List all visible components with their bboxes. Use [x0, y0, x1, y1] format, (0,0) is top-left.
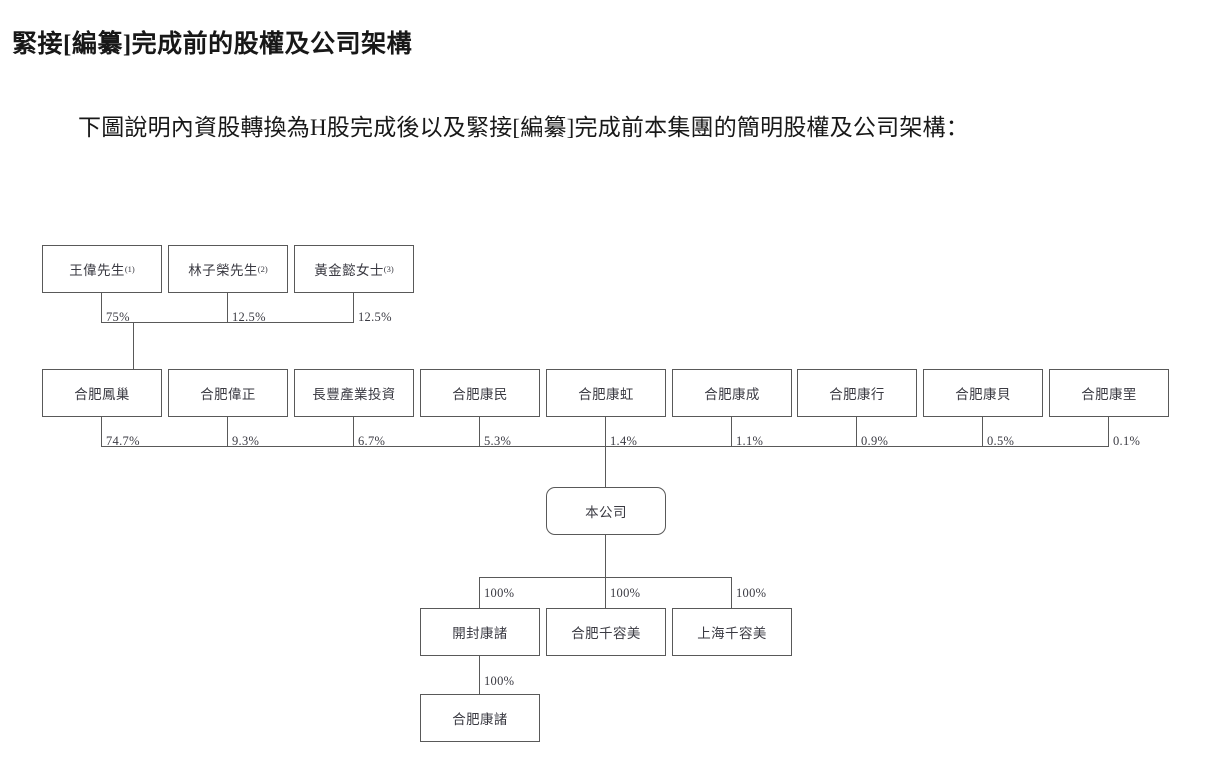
edge-shareholder-bus	[101, 322, 354, 324]
edge-label-shareholder-2: 12.5%	[232, 310, 266, 324]
node-holding-2[interactable]: 合肥偉正	[168, 369, 288, 417]
edge-label-holding-3: 6.7%	[358, 434, 386, 448]
node-holding-4[interactable]: 合肥康民	[420, 369, 540, 417]
edge-label-sub-subsidiary: 100%	[484, 674, 515, 688]
edge-label-holding-7: 0.9%	[861, 434, 889, 448]
edge-label-subsidiary-3: 100%	[736, 586, 767, 600]
edge-subsidiary-2-drop	[605, 577, 607, 608]
edge-label-holding-8: 0.5%	[987, 434, 1015, 448]
edge-label-shareholder-3: 12.5%	[358, 310, 392, 324]
node-shareholder-2[interactable]: 林子榮先生(2)	[168, 245, 288, 293]
edge-shareholder-2-drop	[227, 293, 229, 323]
edge-label-subsidiary-2: 100%	[610, 586, 641, 600]
node-company[interactable]: 本公司	[546, 487, 666, 535]
edge-holding-3-drop	[353, 417, 355, 447]
node-holding-3[interactable]: 長豐產業投資	[294, 369, 414, 417]
edge-label-shareholder-1: 75%	[106, 310, 130, 324]
edge-shareholder-3-drop	[353, 293, 355, 323]
intro-paragraph: 下圖說明內資股轉換為H股完成後以及緊接[編纂]完成前本集團的簡明股權及公司架構：	[78, 115, 969, 140]
edge-holding-5-drop	[605, 417, 607, 487]
edge-label-holding-6: 1.1%	[736, 434, 764, 448]
edge-label-holding-9: 0.1%	[1113, 434, 1141, 448]
edge-company-drop	[605, 535, 607, 578]
node-subsidiary-3[interactable]: 上海千容美	[672, 608, 792, 656]
node-subsidiary-2[interactable]: 合肥千容美	[546, 608, 666, 656]
edge-bus-to-fengchao	[133, 322, 135, 369]
node-footnote: (1)	[124, 264, 135, 274]
node-holding-7[interactable]: 合肥康行	[797, 369, 917, 417]
edge-subsidiary-1-drop	[479, 577, 481, 608]
node-subsidiary-1[interactable]: 開封康諸	[420, 608, 540, 656]
edge-shareholder-1-drop	[101, 293, 103, 323]
node-holding-9[interactable]: 合肥康罜	[1049, 369, 1169, 417]
edge-holding-6-drop	[731, 417, 733, 447]
node-footnote: (3)	[383, 264, 394, 274]
edge-holding-bus	[101, 446, 1109, 448]
node-holding-8[interactable]: 合肥康貝	[923, 369, 1043, 417]
node-label: 王偉先生	[69, 263, 125, 278]
node-holding-6[interactable]: 合肥康成	[672, 369, 792, 417]
node-shareholder-3[interactable]: 黃金懿女士(3)	[294, 245, 414, 293]
node-footnote: (2)	[257, 264, 268, 274]
node-label: 林子榮先生	[188, 263, 258, 278]
node-shareholder-1[interactable]: 王偉先生(1)	[42, 245, 162, 293]
edge-label-holding-4: 5.3%	[484, 434, 512, 448]
edge-label-holding-2: 9.3%	[232, 434, 260, 448]
edge-label-subsidiary-1: 100%	[484, 586, 515, 600]
edge-holding-1-drop	[101, 417, 103, 447]
edge-holding-4-drop	[479, 417, 481, 447]
node-holding-5[interactable]: 合肥康虹	[546, 369, 666, 417]
edge-label-holding-1: 74.7%	[106, 434, 140, 448]
edge-label-holding-5: 1.4%	[610, 434, 638, 448]
edge-holding-9-drop	[1108, 417, 1110, 447]
page-title: 緊接[編纂]完成前的股權及公司架構	[12, 31, 413, 58]
edge-subsidiary-3-drop	[731, 577, 733, 608]
edge-holding-2-drop	[227, 417, 229, 447]
edge-sub-subsidiary-drop	[479, 656, 481, 694]
edge-holding-8-drop	[982, 417, 984, 447]
node-holding-1[interactable]: 合肥鳳巢	[42, 369, 162, 417]
edge-holding-7-drop	[856, 417, 858, 447]
node-label: 黃金懿女士	[314, 263, 384, 278]
node-sub-subsidiary-1[interactable]: 合肥康諸	[420, 694, 540, 742]
